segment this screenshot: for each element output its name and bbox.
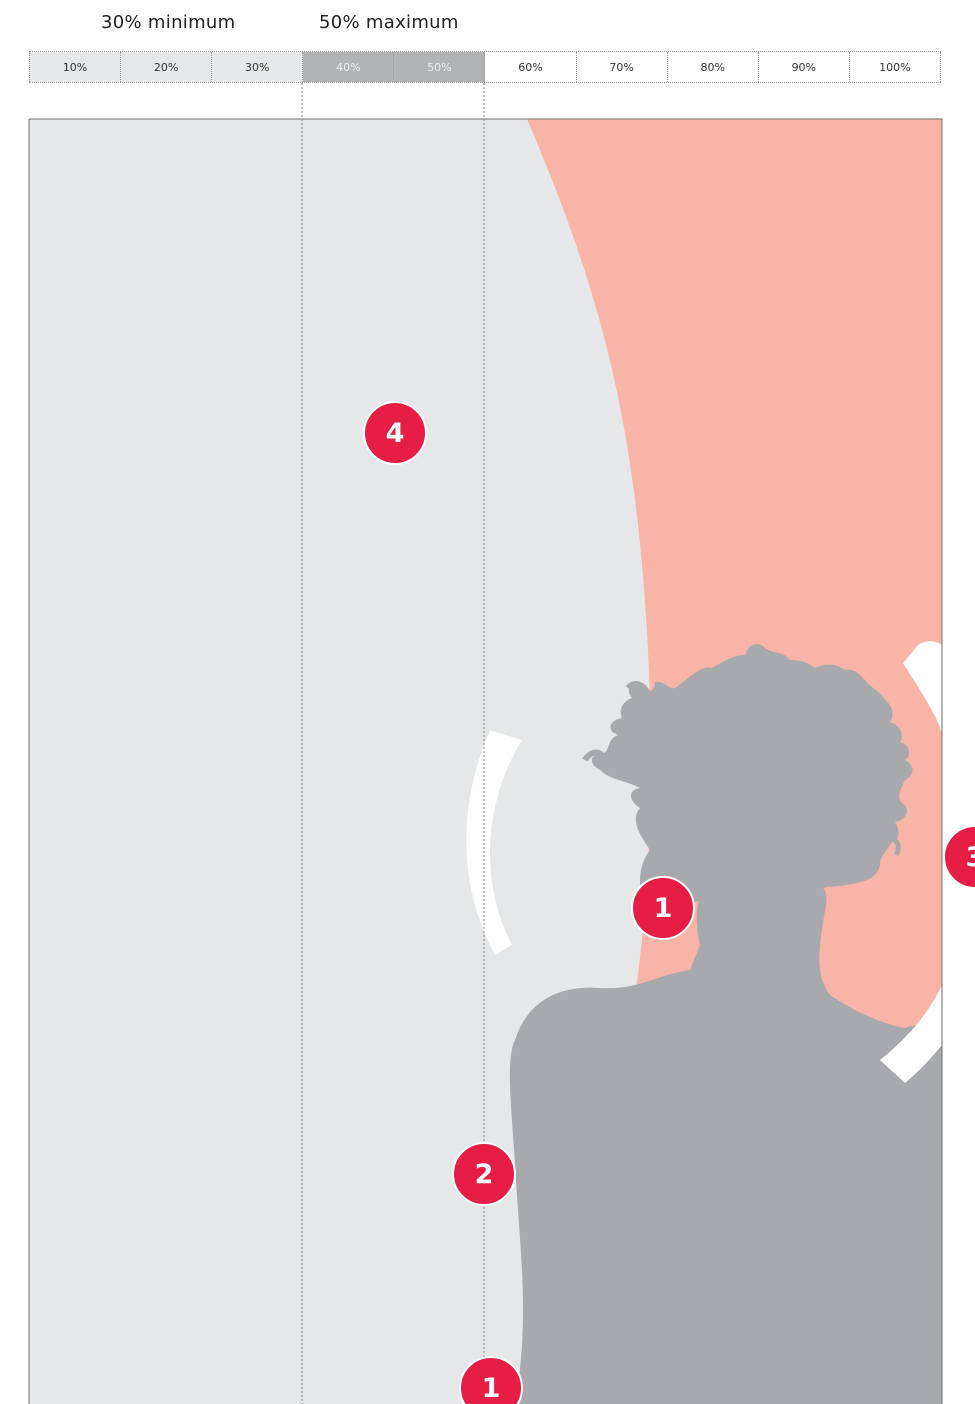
callout-marker-4: 4 [363,401,427,465]
callout-marker-1-top: 1 [631,876,695,940]
callout-marker-2: 2 [452,1142,516,1206]
